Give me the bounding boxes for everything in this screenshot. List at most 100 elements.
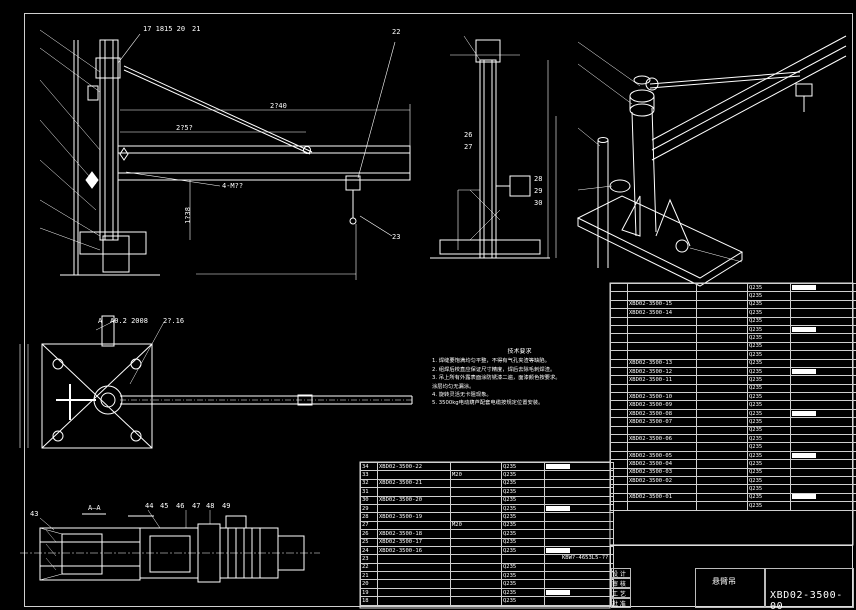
parts-cell-mat: Q235 [747,492,791,503]
title-label-cell: 工 艺 [611,588,631,598]
parts-cell-mat: Q235 [501,537,545,547]
parts-cell-code: XBD02-3500-06 [627,434,697,444]
parts-cell-no: 28 [360,512,378,522]
parts-cell-code: XBD02-3500-03 [627,467,697,478]
parts-row: XBD02-3500-12 Q235 [610,366,856,377]
parts-cell-remark [790,324,856,335]
parts-cell-mat: Q235 [501,503,545,514]
title-label-approve: 批 准 [612,601,626,608]
parts-cell-no: 32 [360,478,378,489]
parts-cell-remark [790,450,856,461]
parts-cell-mat: Q235 [747,375,791,385]
parts-cell-no [610,383,628,394]
parts-cell-mat: Q235 [747,299,791,310]
section-balloon-49: 49 [222,502,231,510]
parts-cell-name [696,475,748,486]
parts-cell-name [450,487,502,497]
parts-row: Q235 [610,350,856,360]
redaction-bar [792,326,816,332]
parts-cell-remark [790,434,856,444]
side-view [430,35,557,259]
parts-cell-mat: Q235 [501,512,545,522]
parts-cell-name [696,291,748,301]
parts-cell-code: XBD02-3500-12 [627,366,697,377]
parts-cell-mat: Q235 [747,459,791,469]
parts-cell-code: XBD02-3500-02 [627,475,697,486]
tech-title: 技术要求 [507,348,532,355]
parts-cell-name [696,467,748,478]
parts-cell-mat: Q235 [501,579,545,589]
parts-cell-mat [501,554,545,564]
parts-cell-mat: Q235 [747,366,791,377]
parts-cell-mat: Q235 [501,596,545,606]
parts-cell-remark [790,467,856,478]
parts-row: Q235 [610,333,856,343]
parts-cell-remark [790,316,856,326]
parts-row: Q235 [610,282,856,293]
title-label-cell: 批 准 [611,598,631,608]
parts-cell-name [696,417,748,427]
parts-cell-remark [544,461,614,472]
tech-item: 2. 组焊后校直应保证尺寸精度，焊后去除毛刺焊渣。 [432,366,556,373]
parts-cell-remark [790,358,856,368]
parts-cell-remark [790,459,856,469]
parts-cell-name [450,579,502,589]
parts-cell-name [450,495,502,505]
parts-cell-no: 25 [360,537,378,547]
tech-item: 5. 3500kg电动葫芦配套电缆按规定位置安装。 [432,400,544,407]
parts-cell-no: 23 [360,554,378,564]
parts-cell-code: XBD02-3500-10 [627,392,697,402]
parts-cell-code [627,282,697,293]
redaction-bar [546,589,570,595]
parts-cell-mat: Q235 [501,587,545,598]
parts-cell-name [696,425,748,436]
parts-row: Q235 [610,425,856,436]
parts-cell-no [610,484,628,494]
parts-cell-no [610,291,628,301]
plan-view [19,315,413,449]
section-balloon-45: 45 [160,502,169,510]
parts-cell-code [377,520,451,531]
parts-cell-mat: Q235 [501,562,545,573]
parts-cell-code [377,596,451,606]
parts-cell-remark [544,520,614,531]
redaction-bar [792,452,816,458]
parts-cell-no: 31 [360,487,378,497]
parts-cell-code [627,484,697,494]
title-label-process: 工 艺 [612,591,626,598]
parts-row: Q235 [610,324,856,335]
parts-cell-no [610,459,628,469]
front-balloon-22: 22 [392,28,401,36]
parts-cell-remark [790,475,856,486]
parts-cell-name [696,392,748,402]
plan-label-dim: 2?.16 [163,317,185,325]
parts-cell-code: XBD02-3500-21 [377,478,451,489]
parts-cell-remark [790,299,856,310]
section-view [20,509,320,583]
parts-cell-name: M20 [450,520,502,531]
parts-cell-mat: Q235 [747,316,791,326]
parts-cell-remark [790,492,856,503]
parts-cell-no: 22 [360,562,378,573]
parts-cell-mat: Q235 [501,571,545,581]
parts-cell-name [450,562,502,573]
plan-label-ref: A0.2 2008 [110,317,148,325]
parts-cell-remark [790,442,856,452]
parts-cell-name [450,512,502,522]
parts-cell-remark [790,333,856,343]
parts-cell-code: XBD02-3500-17 [377,537,451,547]
parts-cell-remark [544,470,614,480]
redaction-bar [546,505,570,511]
